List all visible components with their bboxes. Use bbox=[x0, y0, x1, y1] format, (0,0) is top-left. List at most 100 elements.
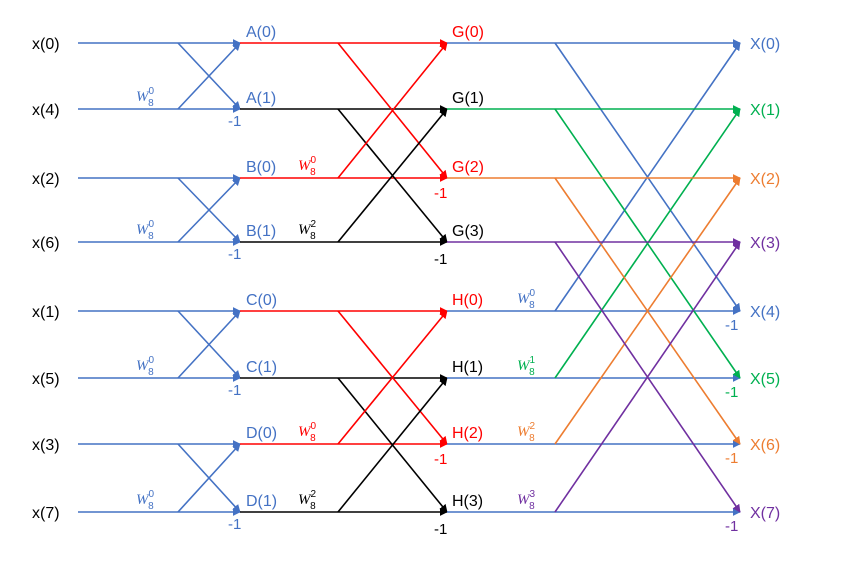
stage3-neg-one-1: -1 bbox=[725, 384, 738, 401]
stage1-twiddle-2-exponent: 0 bbox=[149, 355, 155, 366]
output-label-6: X(6) bbox=[750, 437, 780, 454]
stage1-twiddle-2-subscript: 8 bbox=[148, 367, 154, 378]
stage3-cross-up-1 bbox=[554, 108, 741, 379]
output-label-1: X(1) bbox=[750, 102, 780, 119]
stage3-neg-one-2: -1 bbox=[725, 450, 738, 467]
stage1-label-1: A(1) bbox=[246, 90, 276, 107]
input-label-6: x(3) bbox=[32, 437, 60, 454]
stage2-cross-up-1-1 bbox=[337, 377, 448, 513]
stage1-cross-up-1 bbox=[177, 177, 241, 243]
stage2-label-1: G(1) bbox=[452, 90, 484, 107]
stage2-neg-one-0-1: -1 bbox=[434, 251, 447, 268]
stage1-label-2: B(0) bbox=[246, 159, 276, 176]
stage3-neg-one-3: -1 bbox=[725, 518, 738, 535]
stage2-cross-up-1-0 bbox=[337, 310, 448, 445]
stage3-twiddle-1-subscript: 8 bbox=[529, 367, 535, 378]
stage2-label-7: H(3) bbox=[452, 493, 483, 510]
stage3-cross-up-2 bbox=[554, 177, 741, 445]
stage1-twiddle-3-exponent: 0 bbox=[149, 489, 155, 500]
stage3-twiddle-3-subscript: 8 bbox=[529, 501, 535, 512]
stage3-twiddle-0-base: W bbox=[517, 291, 531, 307]
stage3-twiddle-1-base: W bbox=[517, 358, 531, 374]
stage1-twiddle-1-base: W bbox=[136, 222, 150, 238]
output-label-0: X(0) bbox=[750, 36, 780, 53]
stage1-twiddle-3-base: W bbox=[136, 492, 150, 508]
stage2-twiddle-0-0-base: W bbox=[298, 158, 312, 174]
input-label-7: x(7) bbox=[32, 505, 60, 522]
stage2-label-5: H(1) bbox=[452, 359, 483, 376]
stage1-cross-up-2 bbox=[177, 310, 241, 379]
stage3-cross-up-0 bbox=[554, 42, 741, 312]
stage1-label-6: D(0) bbox=[246, 425, 277, 442]
stage1-twiddle-1-exponent: 0 bbox=[149, 219, 155, 230]
stage2-twiddle-0-1-subscript: 8 bbox=[310, 231, 316, 242]
stage2-twiddle-1-1-subscript: 8 bbox=[310, 501, 316, 512]
stage3-twiddle-3-base: W bbox=[517, 492, 531, 508]
stage3-twiddle-2-base: W bbox=[517, 424, 531, 440]
stage1-neg-one-0: -1 bbox=[228, 113, 241, 130]
output-label-4: X(4) bbox=[750, 304, 780, 321]
stage2-label-6: H(2) bbox=[452, 425, 483, 442]
stage2-label-3: G(3) bbox=[452, 223, 484, 240]
stage3-twiddle-0-subscript: 8 bbox=[529, 300, 535, 311]
input-label-2: x(2) bbox=[32, 171, 60, 188]
stage1-cross-up-0 bbox=[177, 42, 241, 110]
stage2-twiddle-1-0-base: W bbox=[298, 424, 312, 440]
stage2-neg-one-0-0: -1 bbox=[434, 185, 447, 202]
stage1-label-7: D(1) bbox=[246, 493, 277, 510]
stage2-twiddle-1-0-exponent: 0 bbox=[311, 421, 317, 432]
stage2-neg-one-1-0: -1 bbox=[434, 451, 447, 468]
stage1-neg-one-2: -1 bbox=[228, 382, 241, 399]
stage3-cross-up-3 bbox=[554, 241, 741, 513]
stage2-label-4: H(0) bbox=[452, 292, 483, 309]
stage3-twiddle-1-exponent: 1 bbox=[530, 355, 536, 366]
stage3-twiddle-2-exponent: 2 bbox=[530, 421, 536, 432]
stage1-cross-up-3 bbox=[177, 443, 241, 513]
stage2-twiddle-1-0-subscript: 8 bbox=[310, 433, 316, 444]
input-label-4: x(1) bbox=[32, 304, 60, 321]
stage2-label-2: G(2) bbox=[452, 159, 484, 176]
stage1-neg-one-1: -1 bbox=[228, 246, 241, 263]
stage1-twiddle-0-exponent: 0 bbox=[149, 86, 155, 97]
stage2-twiddle-0-0-subscript: 8 bbox=[310, 167, 316, 178]
stage1-twiddle-3-subscript: 8 bbox=[148, 501, 154, 512]
stage3-twiddle-0-exponent: 0 bbox=[530, 288, 536, 299]
output-label-2: X(2) bbox=[750, 171, 780, 188]
stage2-neg-one-1-1: -1 bbox=[434, 521, 447, 538]
stage2-twiddle-0-1-base: W bbox=[298, 222, 312, 238]
stage1-label-5: C(1) bbox=[246, 359, 277, 376]
stage1-twiddle-2-base: W bbox=[136, 358, 150, 374]
stage3-twiddle-3-exponent: 3 bbox=[530, 489, 536, 500]
stage1-twiddle-0-base: W bbox=[136, 89, 150, 105]
stage3-twiddle-2-subscript: 8 bbox=[529, 433, 535, 444]
stage1-label-0: A(0) bbox=[246, 24, 276, 41]
output-label-5: X(5) bbox=[750, 371, 780, 388]
stage1-label-4: C(0) bbox=[246, 292, 277, 309]
stage1-twiddle-1-subscript: 8 bbox=[148, 231, 154, 242]
stage1-neg-one-3: -1 bbox=[228, 516, 241, 533]
stage2-twiddle-1-1-exponent: 2 bbox=[311, 489, 317, 500]
input-label-5: x(5) bbox=[32, 371, 60, 388]
stage2-cross-up-0-0 bbox=[337, 42, 448, 179]
stage2-twiddle-0-0-exponent: 0 bbox=[311, 155, 317, 166]
stage1-label-3: B(1) bbox=[246, 223, 276, 240]
stage3-neg-one-0: -1 bbox=[725, 317, 738, 334]
stage2-twiddle-1-1-base: W bbox=[298, 492, 312, 508]
output-label-7: X(7) bbox=[750, 505, 780, 522]
stage2-twiddle-0-1-exponent: 2 bbox=[311, 219, 317, 230]
input-label-3: x(6) bbox=[32, 235, 60, 252]
stage2-cross-up-0-1 bbox=[337, 108, 448, 243]
